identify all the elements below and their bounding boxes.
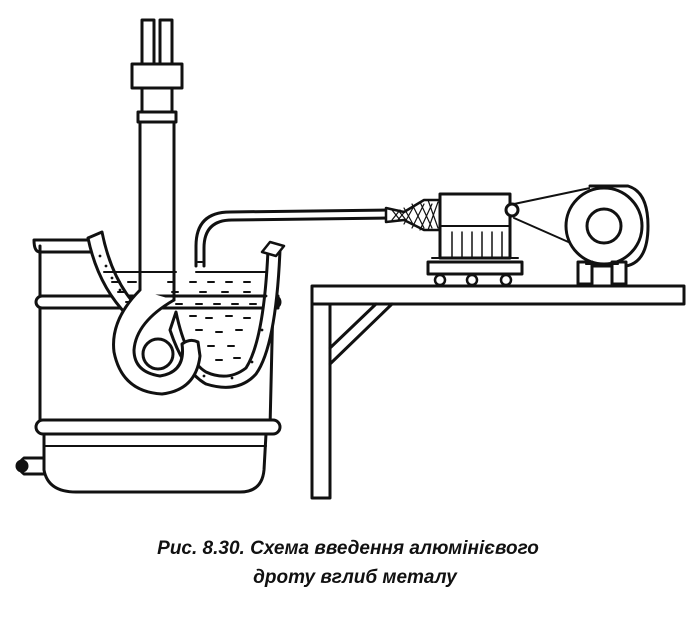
wire-icon — [194, 208, 390, 268]
motor-pulley-inner — [585, 207, 623, 245]
platform-deck — [310, 284, 686, 306]
ladle-outer-wall — [38, 244, 275, 430]
motor-icon — [564, 184, 650, 286]
ladle-bottom — [42, 432, 268, 494]
feeder-box-hatch — [451, 231, 503, 259]
figure-caption: Рис. 8.30. Схема введення алюмінієвого д… — [0, 534, 692, 592]
caption-line-2: дроту вглиб металу — [253, 567, 457, 588]
ladle-band-lower — [34, 418, 282, 436]
ladle-top-rim — [32, 238, 98, 254]
caption-line-1: Рис. 8.30. Схема введення алюмінієвого — [157, 538, 539, 559]
ladle-trunnion-pin — [15, 459, 29, 473]
wire-feeder-icon — [384, 192, 524, 287]
schematic-figure — [15, 18, 686, 500]
ladle-spout-lip — [260, 240, 286, 258]
ladle-icon — [15, 230, 286, 494]
platform-icon — [310, 284, 686, 500]
feeder-mesh — [391, 199, 439, 231]
crane-hook-icon — [112, 18, 202, 396]
feeder-carriage — [426, 260, 524, 276]
hook-curve — [112, 288, 202, 396]
platform-post — [310, 302, 332, 500]
hook-pin — [141, 337, 175, 371]
platform-brace — [328, 302, 394, 366]
